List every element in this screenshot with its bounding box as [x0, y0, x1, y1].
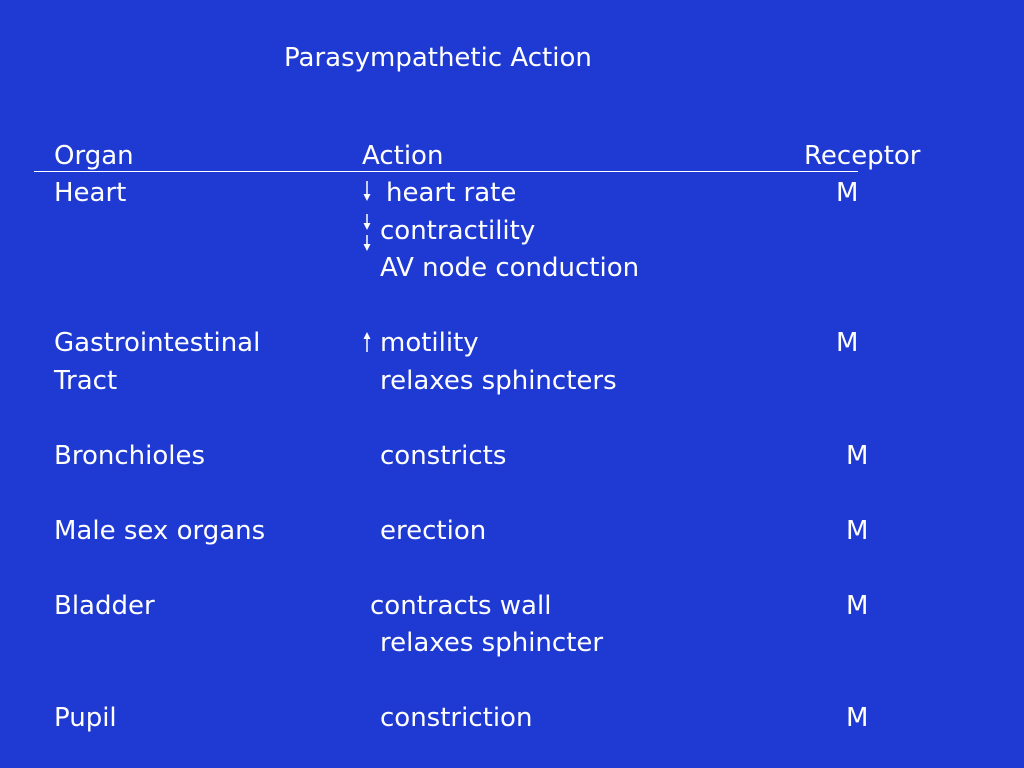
receptor-cell: M: [836, 328, 859, 358]
organ-cell: Tract: [54, 366, 118, 396]
header-receptor: Receptor: [804, 141, 921, 171]
header-divider: [34, 171, 858, 172]
arrow-down-icon: [362, 234, 372, 252]
receptor-cell: M: [846, 441, 869, 471]
organ-cell: Bronchioles: [54, 441, 206, 471]
action-cell: constricts: [380, 441, 507, 471]
action-cell: motility: [380, 328, 479, 358]
arrow-up-icon: [362, 331, 372, 353]
organ-cell: Gastrointestinal: [54, 328, 261, 358]
arrow-down-icon: [362, 180, 372, 202]
organ-cell: Bladder: [54, 591, 155, 621]
organ-cell: Heart: [54, 178, 127, 208]
action-cell: relaxes sphincter: [380, 628, 604, 658]
action-cell: AV node conduction: [380, 253, 640, 283]
receptor-cell: M: [846, 516, 869, 546]
action-cell: relaxes sphincters: [380, 366, 617, 396]
receptor-cell: M: [836, 178, 859, 208]
receptor-cell: M: [846, 703, 869, 733]
action-cell: constriction: [380, 703, 533, 733]
action-cell: heart rate: [386, 178, 517, 208]
action-cell: erection: [380, 516, 487, 546]
action-cell: contractility: [380, 216, 536, 246]
action-cell: contracts wall: [370, 591, 552, 621]
slide-title: Parasympathetic Action: [284, 43, 592, 73]
arrow-down-icon: [362, 213, 372, 231]
organ-cell: Pupil: [54, 703, 117, 733]
header-organ: Organ: [54, 141, 134, 171]
organ-cell: Male sex organs: [54, 516, 266, 546]
receptor-cell: M: [846, 591, 869, 621]
header-action: Action: [362, 141, 444, 171]
